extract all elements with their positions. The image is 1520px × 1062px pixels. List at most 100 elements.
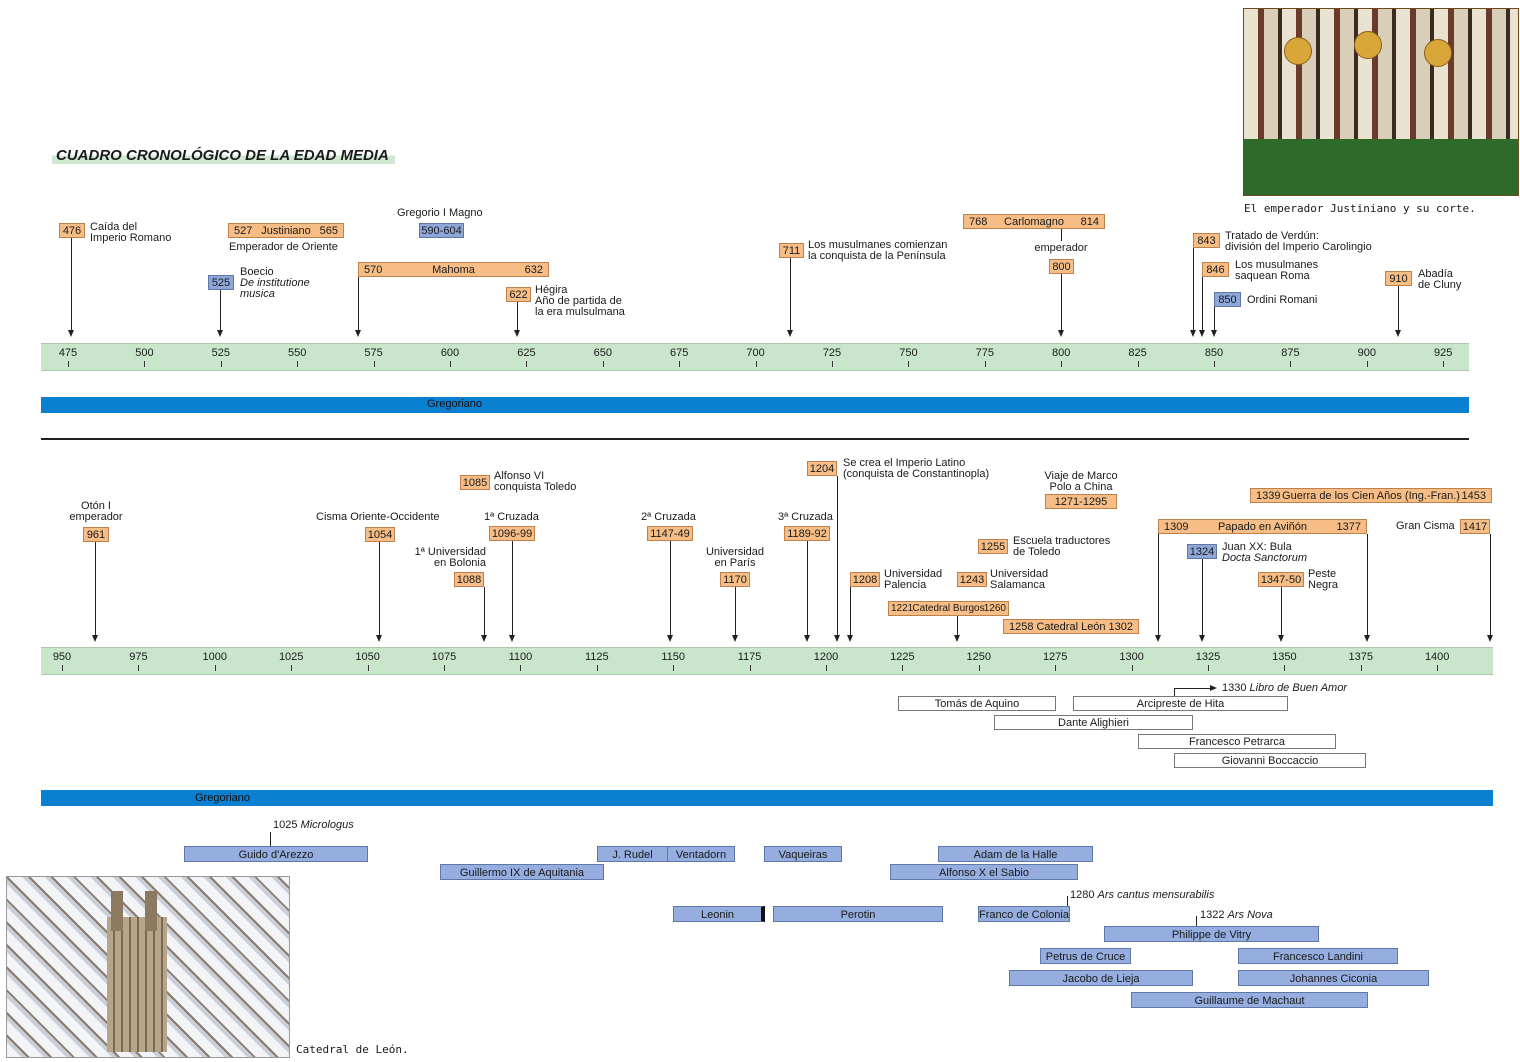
event-910-year: 910: [1385, 271, 1412, 286]
cruzada-1-years: 1096-99: [489, 526, 535, 541]
arrow-icon: [1278, 635, 1284, 642]
axis-tick-label: 1325: [1195, 651, 1221, 663]
axis-tick-label: 1025: [278, 651, 304, 663]
event-1204-year: 1204: [807, 461, 837, 476]
axis-tick: [1360, 665, 1362, 671]
event-1208-year: 1208: [850, 572, 880, 587]
axis-tick: [902, 665, 904, 671]
axis-tick-label: 775: [975, 347, 994, 359]
axis-tick-label: 850: [1204, 347, 1224, 359]
axis-tick-label: 1375: [1348, 651, 1374, 663]
axis-tick-label: 600: [440, 347, 460, 359]
arrow-icon: [1155, 635, 1161, 642]
event-1085-year: 1085: [460, 475, 490, 490]
event-1170-year: 1170: [720, 572, 750, 587]
event-711-year: 711: [779, 243, 804, 258]
axis-tick-label: 550: [288, 347, 307, 359]
composer-adam: Adam de la Halle: [938, 846, 1093, 862]
avinon-end-line: [1367, 534, 1368, 635]
event-961-line: [95, 542, 96, 635]
event-1204-line: [837, 476, 838, 635]
composer-landini: Francesco Landini: [1238, 948, 1398, 964]
arrow-icon: [1487, 635, 1493, 642]
axis-tick-label: 900: [1357, 347, 1376, 359]
axis-tick: [373, 361, 375, 367]
axis-tick: [826, 665, 827, 671]
buen-amor-connector: [1174, 688, 1175, 696]
event-800-line: [1061, 274, 1062, 330]
mosaic-caption: El emperador Justiniano y su corte.: [1244, 202, 1476, 215]
cruzada-3-years: 1189-92: [784, 526, 830, 541]
axis-tick-label: 725: [822, 347, 842, 359]
axis-tick: [1437, 665, 1439, 671]
event-1255-year: 1255: [978, 539, 1008, 554]
axis-tick-label: 800: [1052, 347, 1071, 359]
composer-ventadorn: Ventadorn: [667, 846, 735, 862]
axis-tick: [679, 361, 681, 367]
axis-tick: [138, 665, 140, 671]
cruzada-3-line: [807, 541, 808, 635]
event-1324-year: 1324: [1187, 544, 1217, 559]
event-711-line: [790, 258, 791, 330]
event-1054-line: [379, 542, 380, 635]
axis-tick: [220, 361, 222, 367]
axis-tick-label: 1250: [966, 651, 992, 663]
event-850-line: [1214, 307, 1215, 330]
micrologus-label: 1025 Micrologus: [273, 819, 354, 831]
arrow-icon: [481, 635, 487, 642]
axis-tick: [144, 361, 146, 367]
axis-tick: [444, 665, 445, 671]
axis-tick: [1366, 361, 1368, 367]
axis-tick: [832, 361, 833, 367]
axis-tick-label: 1075: [431, 651, 457, 663]
axis-tick-label: 1000: [202, 651, 228, 663]
catedral-leon-image: [6, 876, 290, 1058]
writer-petrarca: Francesco Petrarca: [1138, 734, 1336, 749]
axis-tick: [978, 665, 980, 671]
event-476-year: 476: [59, 223, 85, 238]
gregorio-label: Gregorio I Magno: [397, 207, 483, 219]
axis-tick-label: 925: [1434, 347, 1453, 359]
ars-cantus-connector: [1067, 896, 1068, 906]
gregorio-years: 590-604: [419, 223, 464, 238]
event-1208-line: [850, 587, 851, 635]
event-1170-line: [735, 587, 736, 635]
cruzada-1-label: 1ª Cruzada: [484, 511, 539, 523]
axis-tick: [984, 361, 986, 367]
axis-tick-label: 1100: [508, 651, 533, 663]
writer-tomas: Tomás de Aquino: [898, 696, 1056, 711]
event-525-year: 525: [208, 275, 234, 290]
axis-tick: [62, 665, 63, 671]
axis-tick: [1055, 665, 1057, 671]
event-961-year: 961: [83, 527, 109, 542]
cruzada-2-line: [670, 541, 671, 635]
composer-perotin: Perotin: [773, 906, 943, 922]
event-622-year: 622: [506, 287, 531, 302]
arrow-icon: [1211, 330, 1217, 337]
event-1243-year: 1243: [957, 572, 987, 587]
event-525-line: [220, 290, 221, 330]
event-1324-line: [1202, 559, 1203, 635]
event-1088-year: 1088: [454, 572, 484, 587]
arrow-icon: [834, 635, 840, 642]
axis-tick: [1131, 665, 1133, 671]
cruzada-2-label: 2ª Cruzada: [641, 511, 696, 523]
arrow-icon: [514, 330, 520, 337]
writer-hita: Arcipreste de Hita: [1073, 696, 1288, 711]
ars-nova-connector: [1196, 916, 1197, 926]
halo-icon: [1424, 39, 1452, 67]
halo-icon: [1284, 37, 1312, 65]
composer-machaut: Guillaume de Machaut: [1131, 992, 1368, 1008]
axis-tick-label: 875: [1281, 347, 1300, 359]
cruzada-3-label: 3ª Cruzada: [778, 511, 833, 523]
axis-tick-label: 1350: [1272, 651, 1297, 663]
